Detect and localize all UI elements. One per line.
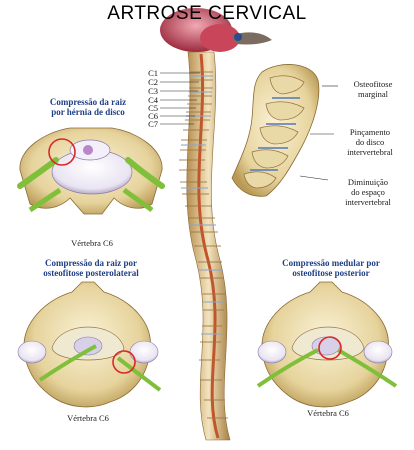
caption-hernia-l1: Compressão da raiz (49, 97, 127, 107)
level-c1: C1 (148, 68, 158, 78)
label-osteofitose-l1: Osteofitose (353, 79, 393, 89)
level-c6: C6 (148, 111, 158, 121)
vertebra-label-bottom-left: Vértebra C6 (67, 413, 109, 423)
spinal-column (160, 8, 272, 441)
label-pincamento-l2: do disco (355, 137, 385, 147)
label-osteofitose-l2: marginal (357, 89, 389, 99)
vertebra-bottom-left (17, 281, 162, 408)
vertebra-bottom-right (256, 281, 398, 408)
level-c5: C5 (148, 103, 158, 113)
cervical-segment-lateral (231, 64, 338, 197)
caption-posterior-l1: Compressão medular por (282, 258, 380, 268)
caption-posterolateral-l1: Compressão da raiz por (44, 258, 138, 268)
vertebra-label-bottom-right: Vértebra C6 (307, 408, 349, 418)
vertebra-top-left (17, 127, 165, 215)
caption-posterolateral-l2: osteofitose posterolateral (43, 268, 139, 278)
label-diminuicao-l2: do espaço (351, 187, 385, 197)
page-title: ARTROSE CERVICAL (107, 3, 307, 24)
level-c7: C7 (148, 119, 158, 129)
caption-hernia-l2: por hérnia de disco (51, 107, 125, 117)
label-diminuicao-l1: Diminuição (347, 177, 389, 187)
level-c2: C2 (148, 77, 158, 87)
label-pincamento-l1: Pinçamento (349, 127, 391, 137)
caption-posterior-l2: osteofitose posterior (292, 268, 370, 278)
label-pincamento-l3: intervertebral (347, 147, 393, 157)
level-c3: C3 (148, 86, 158, 96)
level-c4: C4 (148, 95, 158, 105)
label-diminuicao-l3: intervertebral (345, 197, 391, 207)
vertebra-label-top-left: Vértebra C6 (71, 238, 113, 248)
